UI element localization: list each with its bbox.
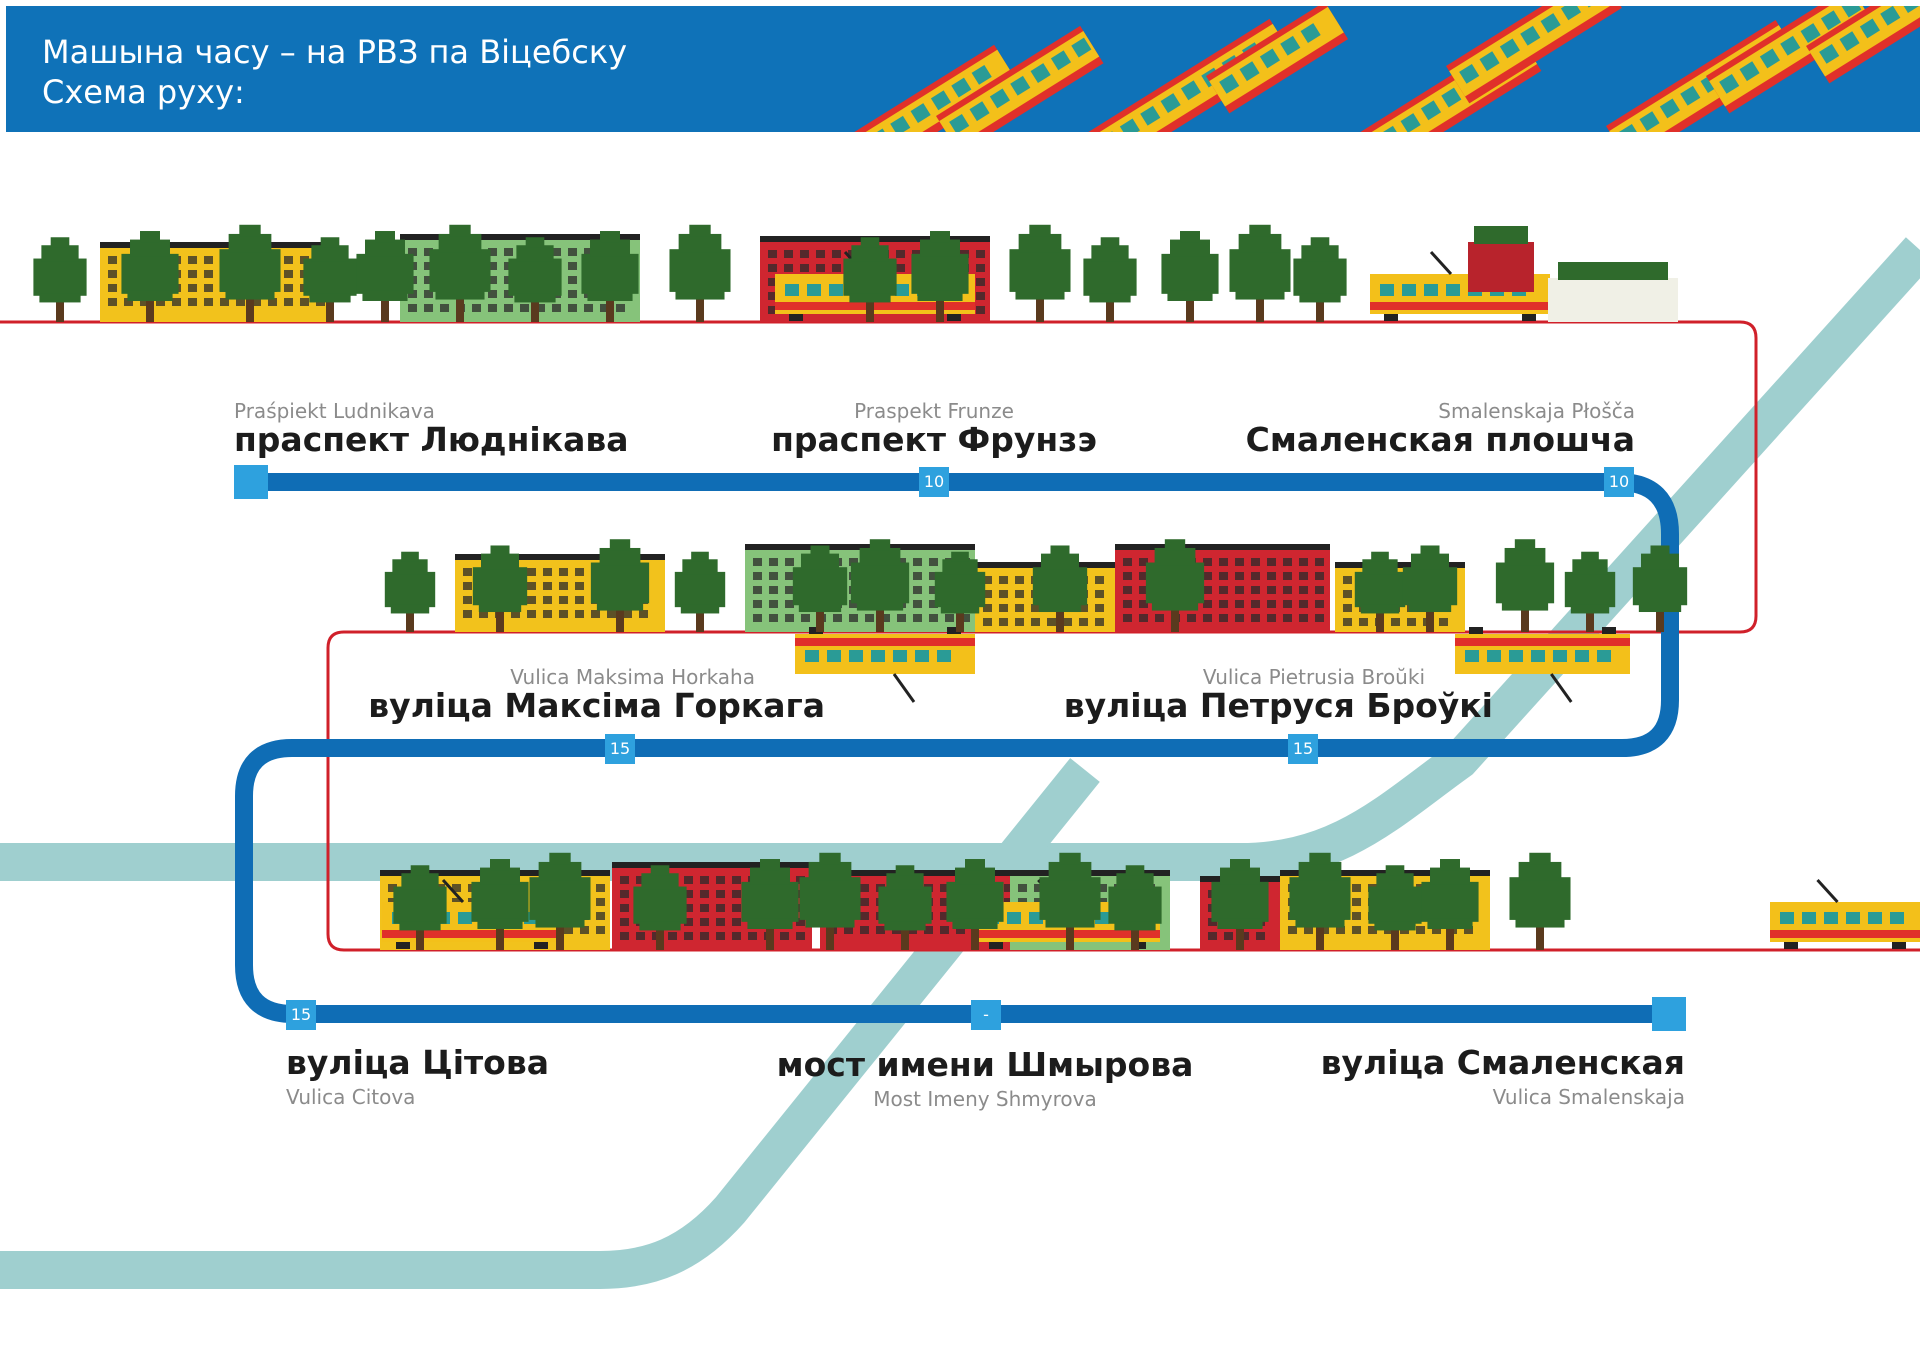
stop-badge-maksima-horkaha[interactable]: 15 <box>605 734 635 764</box>
header-tram <box>1446 6 1622 104</box>
stop-latin-smalenskaja-ploscha: Smalenskaja Płošča <box>1438 399 1635 423</box>
tree <box>393 865 447 950</box>
tree <box>472 545 528 632</box>
tram <box>1370 250 1550 321</box>
tree <box>911 231 969 322</box>
title-line-1: Машына часу – на РВЗ па Віцебску <box>42 33 628 71</box>
tree <box>1229 224 1291 322</box>
tree <box>1289 852 1351 950</box>
tree <box>1039 852 1101 950</box>
tree <box>529 852 591 950</box>
stop-latin-pietrusia-brouki: Vulica Pietrusia Broŭki <box>1202 665 1425 689</box>
tree <box>1368 865 1422 950</box>
stop-badge-most-shmyrova[interactable]: - <box>971 1000 1001 1030</box>
stop-marker-start[interactable] <box>234 465 268 499</box>
stop-name-smalenskaja-ploscha[interactable]: Смаленская плошча <box>1245 420 1635 459</box>
tree <box>741 859 799 950</box>
stop-latin-citova: Vulica Citova <box>286 1085 416 1109</box>
tree <box>1564 551 1616 632</box>
tree <box>843 237 897 322</box>
tree <box>471 859 529 950</box>
tree <box>33 237 87 322</box>
tram <box>1770 878 1920 949</box>
tram <box>795 627 975 703</box>
stop-latin-ludnikava: Praśpiekt Ludnikava <box>234 399 435 423</box>
tree <box>1211 859 1269 950</box>
stop-name-citova[interactable]: вуліца Цітова <box>286 1043 549 1082</box>
tree <box>799 852 861 950</box>
tree <box>1421 859 1479 950</box>
stop-badge-pietrusia-brouki[interactable]: 15 <box>1288 734 1318 764</box>
stop-name-ludnikava[interactable]: праспект Люднікава <box>234 420 629 459</box>
stop-badge-praspekt-frunze[interactable]: 10 <box>919 467 949 497</box>
stop-latin-most-shmyrova: Most Imeny Shmyrova <box>873 1087 1097 1111</box>
tree <box>1509 852 1571 950</box>
tree <box>384 551 436 632</box>
stop-badge-citova[interactable]: 15 <box>286 1000 316 1030</box>
tree <box>581 231 639 322</box>
header-tram <box>1806 6 1920 84</box>
stop-latin-maksima-horkaha: Vulica Maksima Horkaha <box>510 665 755 689</box>
tree <box>1009 224 1071 322</box>
tree <box>303 237 357 322</box>
river <box>0 237 1920 881</box>
tree <box>429 224 491 322</box>
tree <box>633 865 687 950</box>
tree <box>792 545 848 632</box>
tree <box>1145 539 1205 632</box>
tree <box>508 237 562 322</box>
tree <box>674 551 726 632</box>
header-banner: Машына часу – на РВЗ па Віцебску Схема р… <box>6 6 1920 132</box>
header-tram <box>936 25 1104 132</box>
tree <box>1161 231 1219 322</box>
stop-latin-vulica-smalenskaja: Vulica Smalenskaja <box>1492 1085 1685 1109</box>
tram <box>1455 627 1630 703</box>
stop-name-frunze[interactable]: праспект Фрунзэ <box>771 420 1097 459</box>
station-building <box>1468 226 1678 322</box>
stop-name-maksima-horkaha[interactable]: вуліца Максіма Горкага <box>368 686 825 725</box>
tree <box>946 859 1004 950</box>
header-tram-pattern <box>816 6 1920 132</box>
header-tram <box>1706 6 1874 114</box>
stop-latin-frunze: Praspekt Frunze <box>854 399 1014 423</box>
tree <box>850 539 910 632</box>
tree <box>1293 237 1347 322</box>
title-line-2: Схема руху: <box>42 73 245 111</box>
tree <box>1402 545 1458 632</box>
stop-marker-end[interactable] <box>1652 997 1686 1031</box>
header-tram <box>1206 6 1349 114</box>
header-tram <box>816 44 1018 132</box>
stop-name-vulica-smalenskaja[interactable]: вуліца Смаленская <box>1320 1043 1685 1082</box>
tree <box>1354 551 1406 632</box>
route-line <box>235 473 1679 1023</box>
tree <box>1083 237 1137 322</box>
tree <box>121 231 179 322</box>
stop-name-pietrusia-brouki[interactable]: вуліца Петруся Броўкі <box>1063 686 1493 725</box>
tree <box>878 865 932 950</box>
stop-badge-smalenskaja-ploscha[interactable]: 10 <box>1604 467 1634 497</box>
tree <box>934 551 986 632</box>
tree <box>1495 539 1555 632</box>
tree <box>590 539 650 632</box>
tree <box>356 231 414 322</box>
tree <box>1108 865 1162 950</box>
stop-name-most-shmyrova[interactable]: мост имени Шмырова <box>776 1045 1194 1084</box>
tree <box>1632 545 1688 632</box>
tree <box>219 224 281 322</box>
tree <box>1032 545 1088 632</box>
page-title: Машына часу – на РВЗ па Віцебску Схема р… <box>42 32 627 112</box>
tree <box>669 224 731 322</box>
